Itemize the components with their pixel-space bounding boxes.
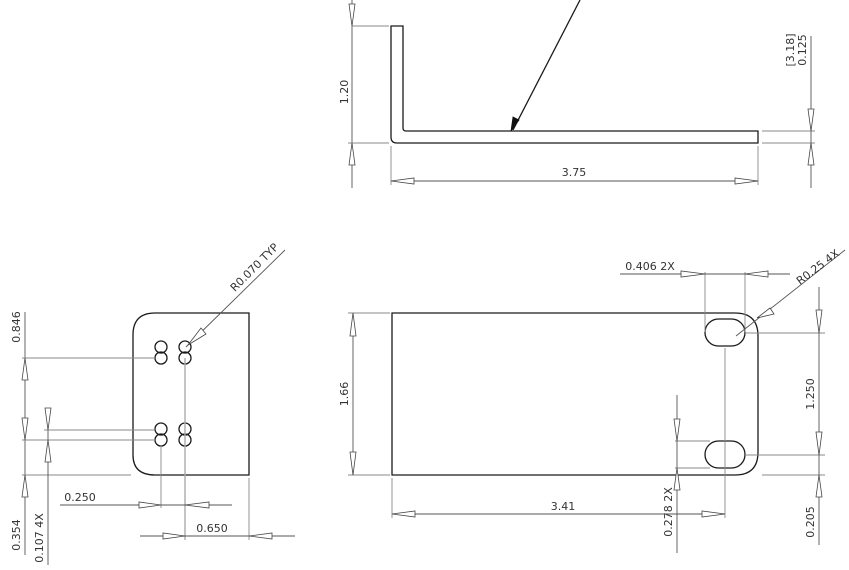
arrow-icon (348, 142, 356, 166)
slot-spacing-dim: 1.250 (804, 378, 817, 410)
arrow-icon (138, 501, 162, 509)
arrow-icon (673, 418, 681, 442)
arrow-icon (162, 532, 186, 540)
plate-outline (391, 312, 759, 476)
end-slot-dim: 0.107 4X (33, 513, 46, 563)
arrow-icon (391, 510, 416, 518)
l-bracket-profile (390, 25, 759, 144)
end-radius-callout: R0.070 TYP (228, 241, 282, 295)
arrow-icon (349, 451, 357, 476)
plate-height-dim: 1.66 (338, 382, 351, 407)
arrow-icon (807, 142, 815, 166)
arrow-icon (815, 431, 823, 456)
side-length-dim: 3.75 (562, 166, 587, 179)
arrow-icon (744, 270, 769, 278)
arrow-icon (756, 307, 775, 319)
leader-arrowhead (510, 116, 520, 132)
arrow-icon (807, 108, 815, 132)
arrow-icon (673, 467, 681, 491)
arrow-icon (44, 407, 52, 431)
end-bottom-hole-dim: 0.354 (10, 519, 23, 551)
arrow-icon (21, 357, 29, 381)
slot-width-dim: 0.406 2X (625, 260, 675, 273)
arrow-icon (815, 474, 823, 498)
side-height-dim: 1.20 (338, 80, 351, 105)
arrow-icon (390, 177, 415, 185)
arrow-icon (349, 312, 357, 337)
end-view: R0.070 TYP 0.846 0.354 0.107 4X 0.250 0.… (10, 241, 295, 565)
thickness-dim-mm: [3.18] (784, 33, 797, 66)
top-view: 0.406 2X R0.25 4X 1.66 1.250 0.205 0.278… (338, 247, 846, 553)
thickness-dim: 0.125 (796, 34, 809, 66)
arrow-icon (184, 501, 210, 509)
slot-top (704, 318, 746, 347)
arrow-icon (187, 327, 207, 346)
side-view: 1.20 3.75 0.125 [3.18] (338, 0, 815, 188)
arrow-icon (248, 532, 273, 540)
slot-edge-dim: 0.205 (804, 506, 817, 538)
corner-radius-leader (735, 249, 846, 337)
hole-top-left (154, 340, 168, 365)
arrow-icon (680, 270, 706, 278)
end-plate-outline (132, 312, 250, 476)
arrow-icon (21, 417, 29, 441)
end-hole-offset-dim: 0.250 (64, 491, 96, 504)
arrow-icon (734, 177, 759, 185)
arrow-icon (815, 309, 823, 334)
arrow-icon (44, 439, 52, 463)
arrow-icon (348, 3, 356, 27)
slot-height-dim: 0.278 2X (662, 487, 675, 537)
leader-line (512, 0, 581, 131)
end-width-dim: 0.650 (196, 522, 228, 535)
hole-bottom-left (154, 422, 168, 447)
end-hole-height-dim: 0.846 (10, 311, 23, 343)
arrow-icon (21, 474, 29, 498)
arrow-icon (701, 510, 726, 518)
corner-radius-callout: R0.25 4X (794, 247, 842, 288)
slot-x-dim: 3.41 (551, 500, 576, 513)
